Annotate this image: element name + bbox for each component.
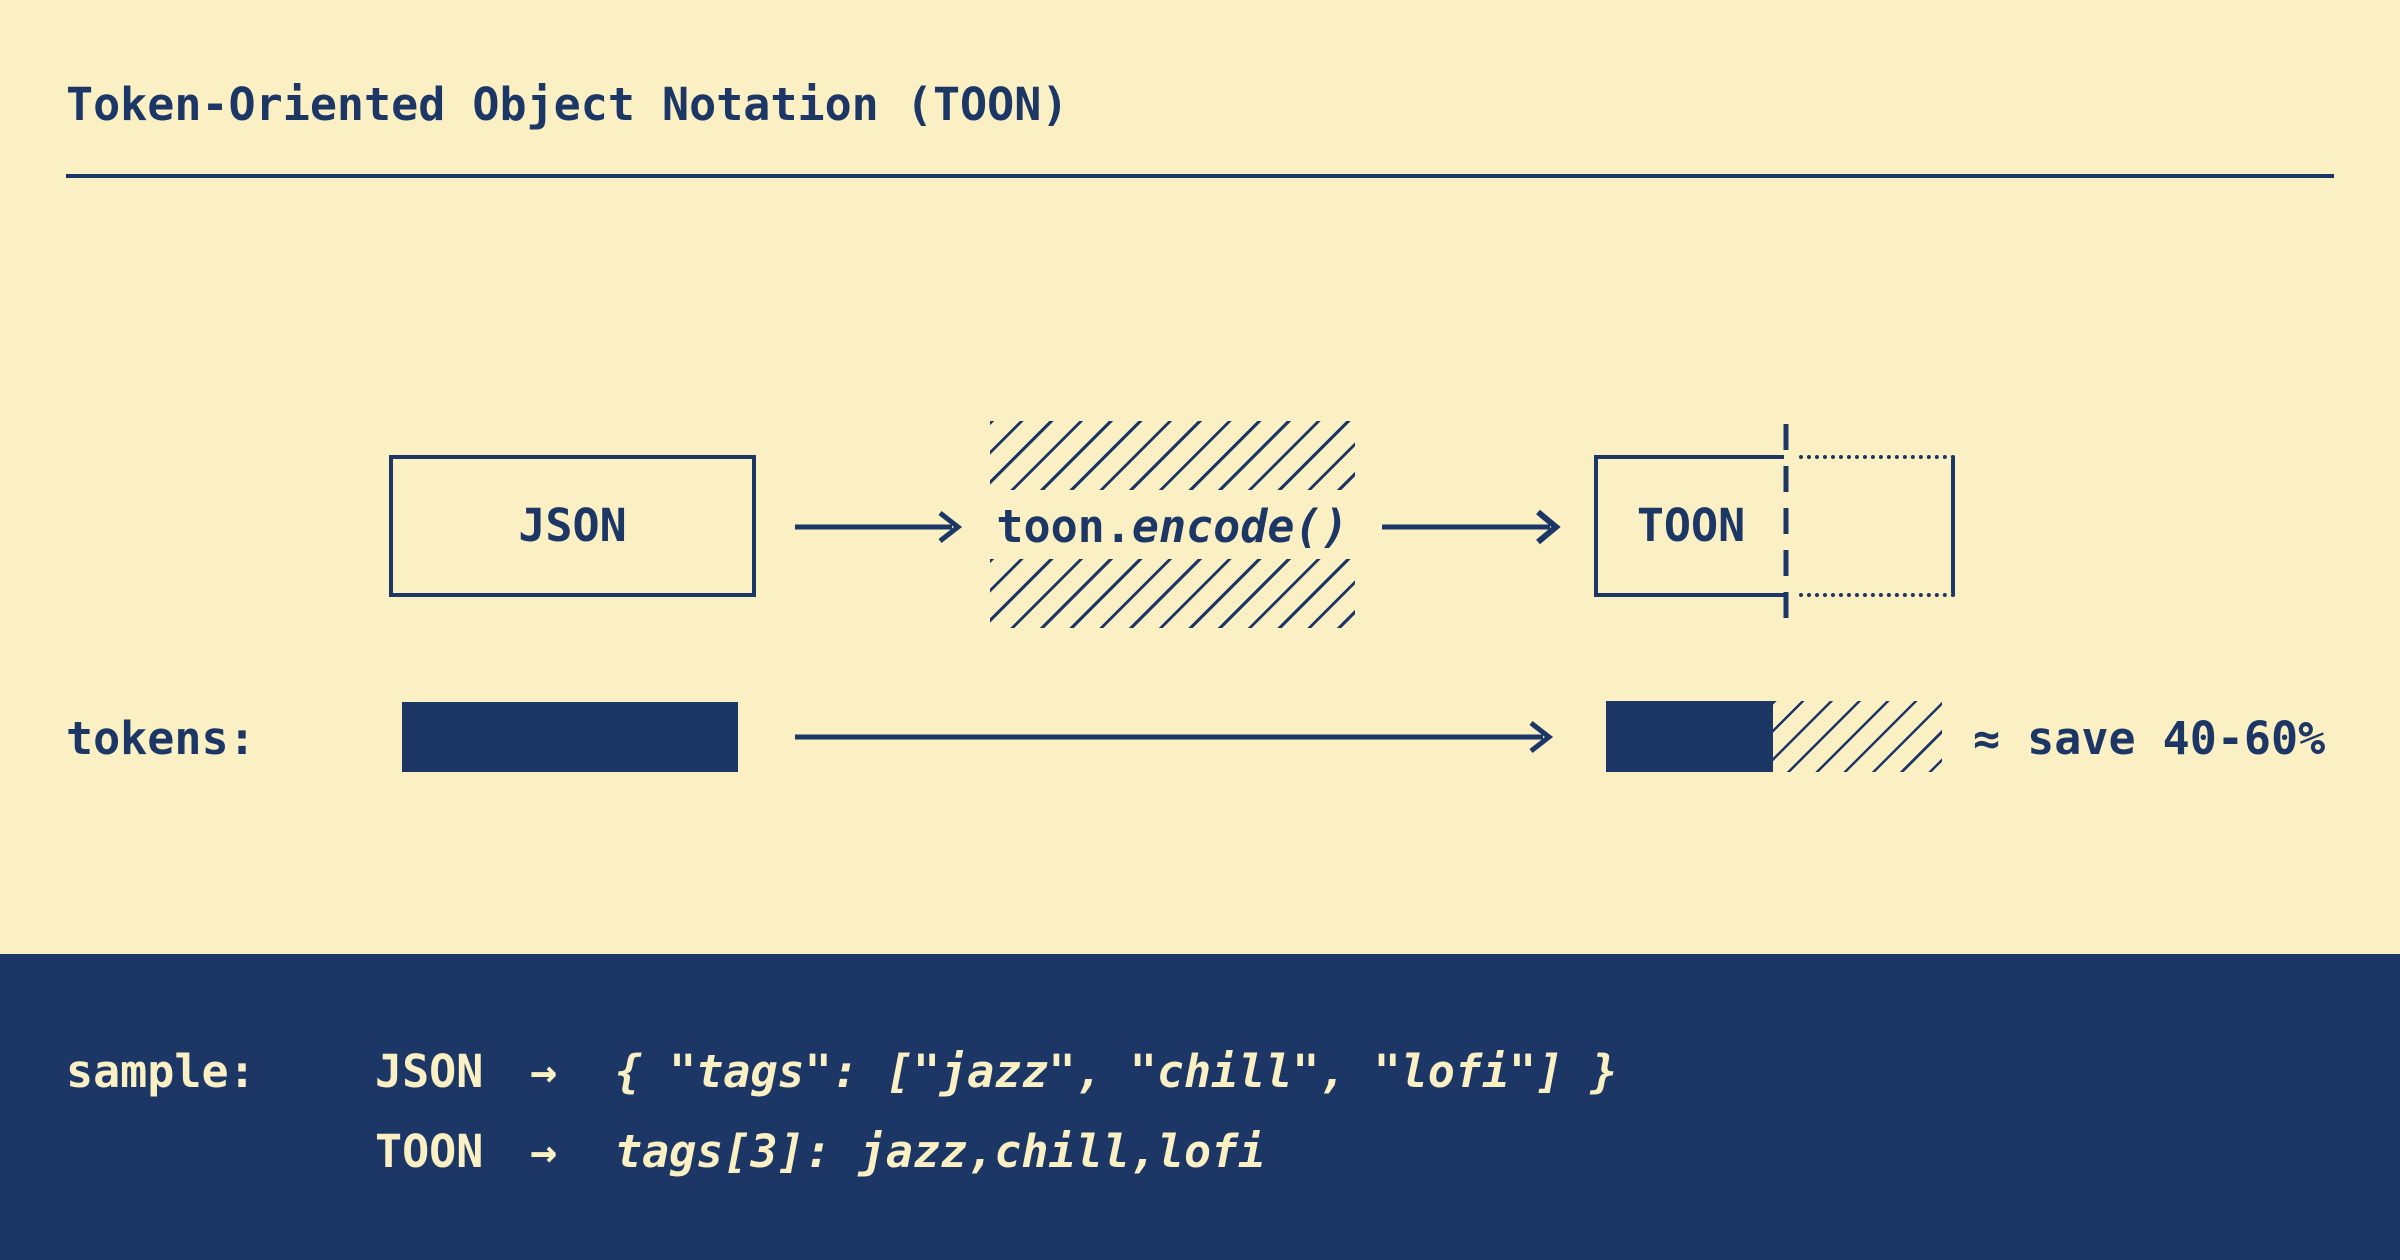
encoder-hatch-bottom bbox=[990, 559, 1355, 628]
sample-row-code: { "tags": ["jazz", "chill", "lofi"] } bbox=[615, 1045, 1618, 1098]
tokens-savings-note: ≈ save 40-60% bbox=[1973, 712, 2326, 765]
page-title: Token-Oriented Object Notation (TOON) bbox=[66, 78, 1069, 131]
encoder-label-regular: toon. bbox=[996, 500, 1132, 553]
title-divider bbox=[66, 174, 2334, 178]
tokens-bar-toon-saved bbox=[1773, 701, 1942, 772]
toon-ghost-box bbox=[1799, 455, 1955, 597]
sample-row-format: TOON bbox=[375, 1125, 484, 1178]
encoder-label: toon.encode() bbox=[990, 504, 1355, 550]
encoder-label-italic: encode() bbox=[1131, 500, 1349, 553]
tokens-bar-toon-solid bbox=[1606, 701, 1773, 772]
tokens-arrow-icon bbox=[795, 721, 1554, 753]
flow-arrow-1-icon bbox=[795, 511, 963, 543]
sample-row-code: tags[3]: jazz,chill,lofi bbox=[615, 1125, 1266, 1178]
toon-box-label: TOON bbox=[1636, 499, 1746, 552]
json-box-label: JSON bbox=[518, 499, 627, 552]
sample-row-arrow-icon: → bbox=[530, 1045, 558, 1098]
tokens-bar-json bbox=[402, 702, 738, 772]
encoder-hatch-top bbox=[990, 421, 1355, 490]
flow-arrow-2-icon bbox=[1382, 509, 1561, 545]
sample-row-arrow-icon: → bbox=[530, 1125, 558, 1178]
toon-cut-line bbox=[1783, 424, 1789, 628]
sample-row-format: JSON bbox=[375, 1045, 484, 1098]
sample-label: sample: bbox=[66, 1045, 256, 1098]
json-box: JSON bbox=[389, 455, 756, 597]
toon-box: TOON bbox=[1594, 455, 1784, 597]
tokens-label: tokens: bbox=[66, 712, 256, 765]
sample-panel: sample: JSON → { "tags": ["jazz", "chill… bbox=[0, 954, 2400, 1260]
